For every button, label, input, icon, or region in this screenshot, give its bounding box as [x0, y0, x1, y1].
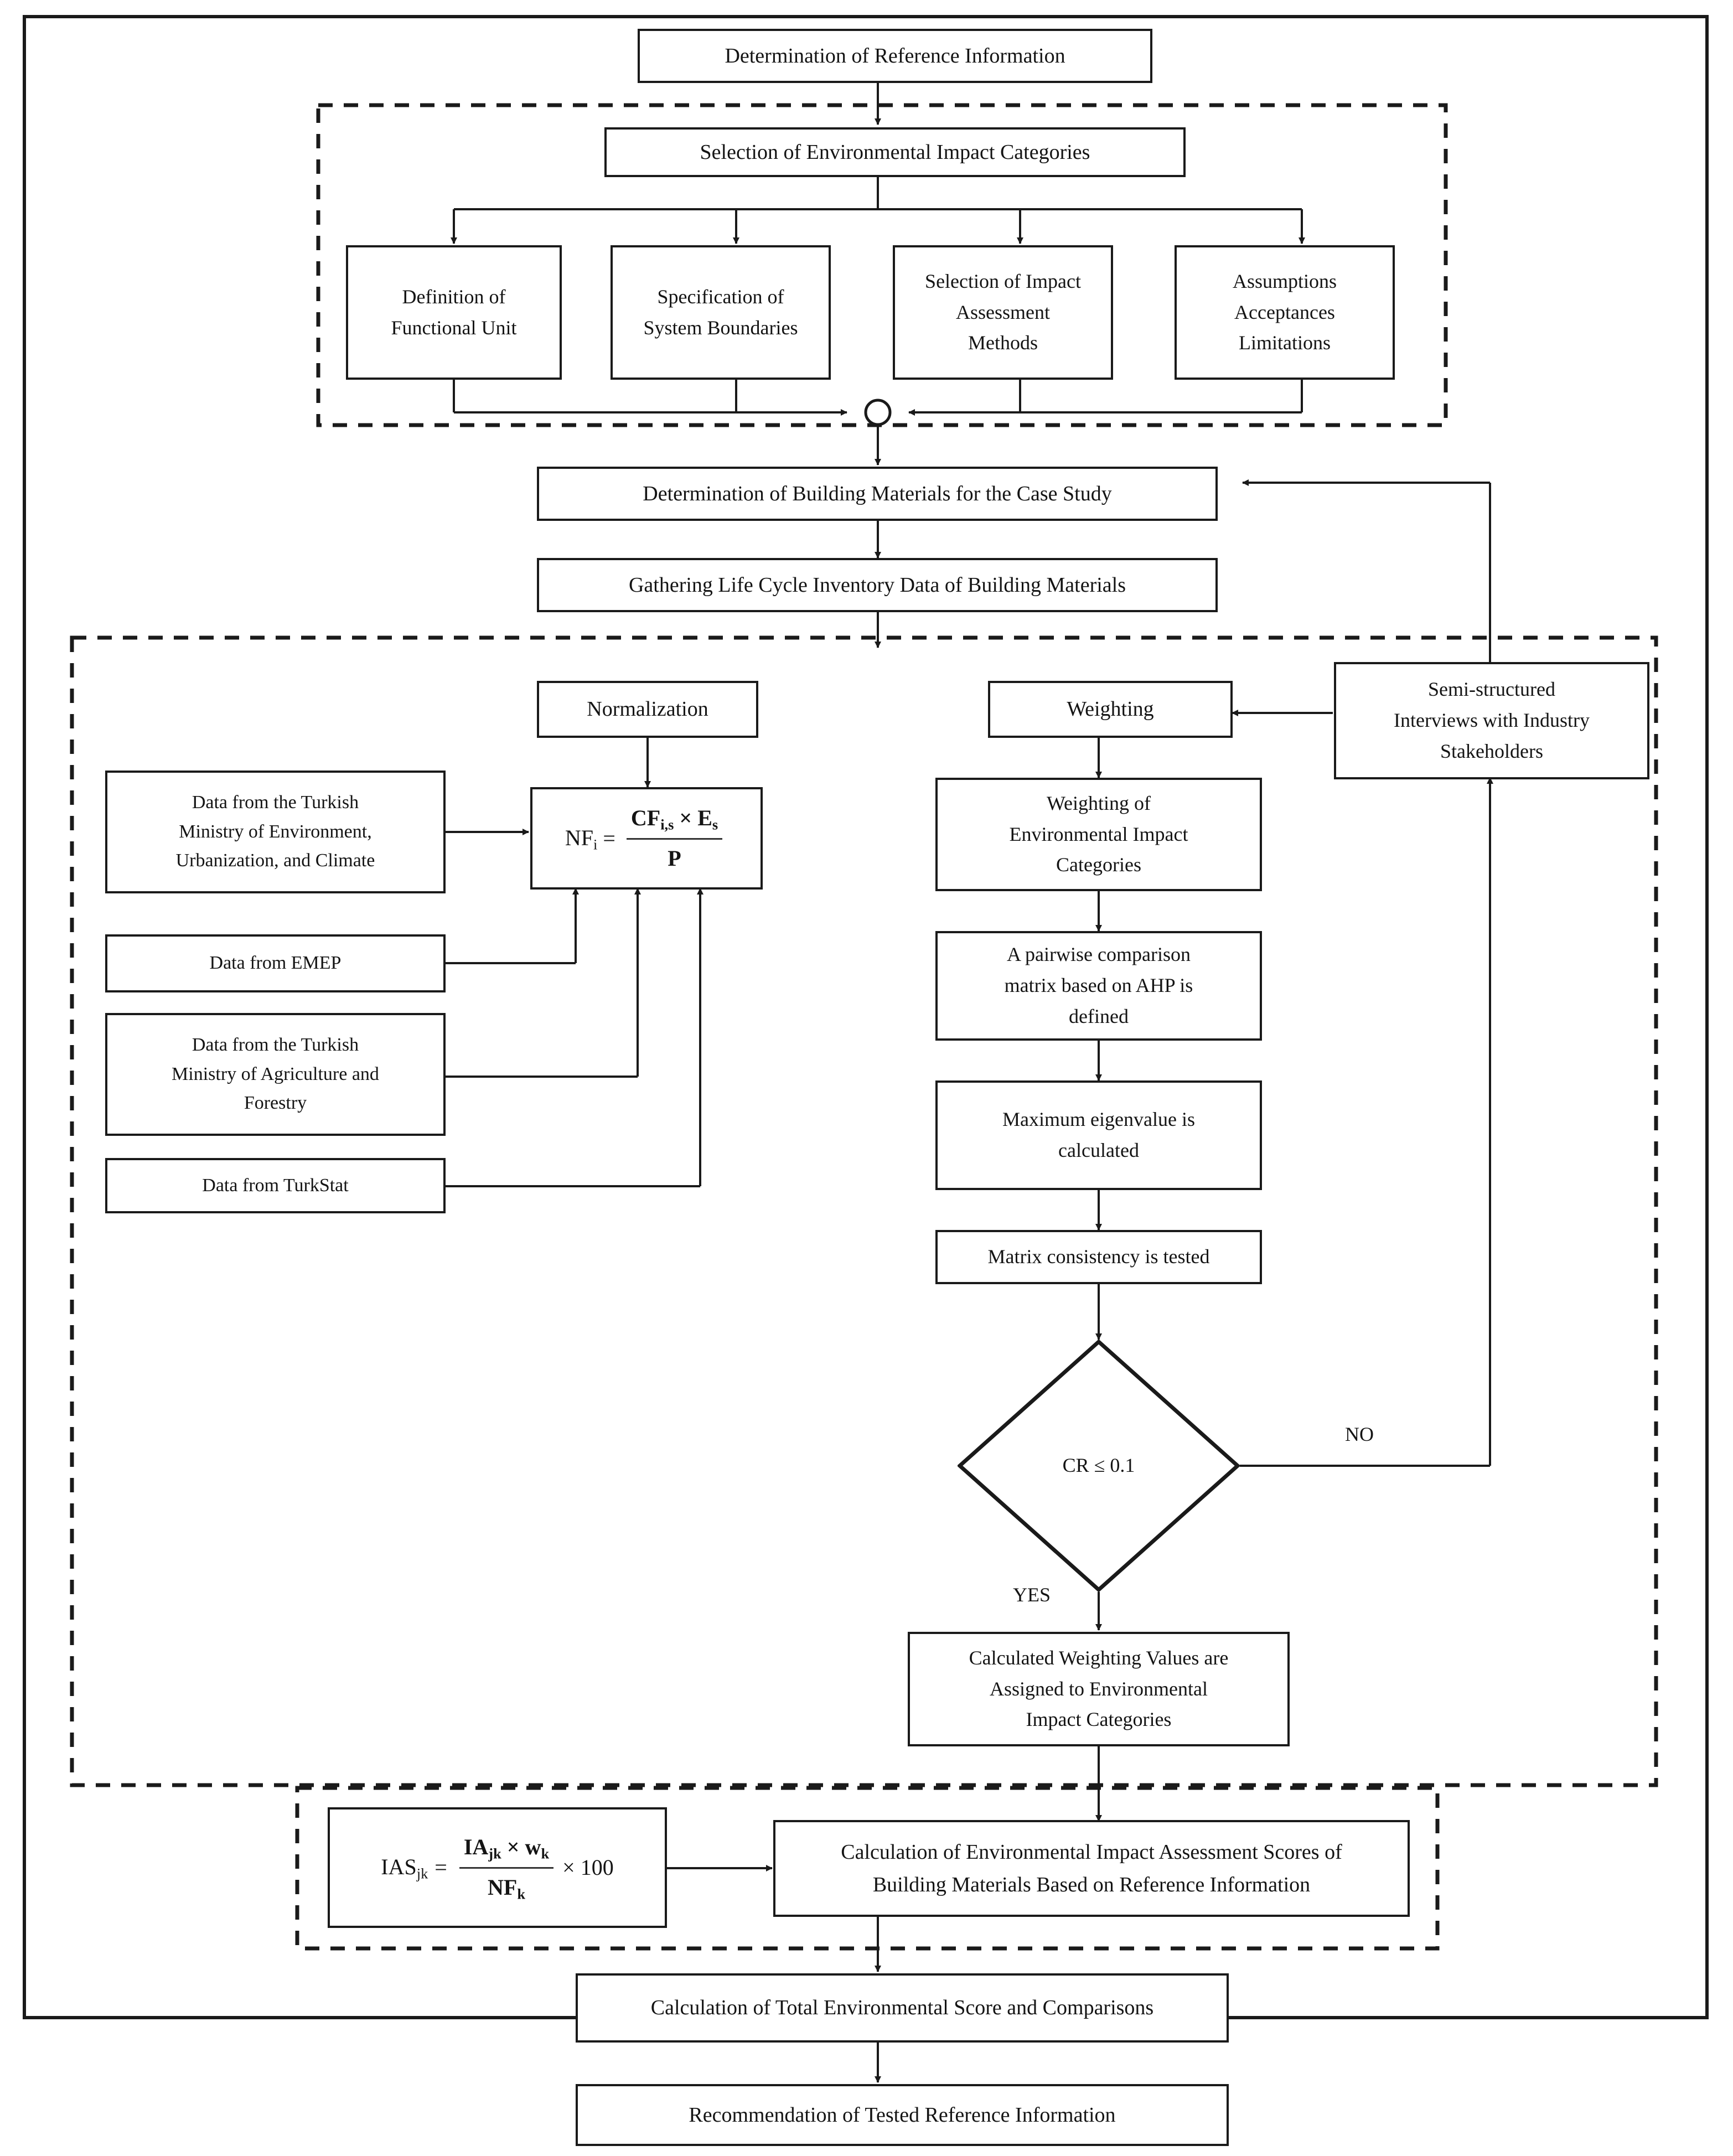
node-label: Calculated Weighting Values are Assigned… [969, 1646, 1229, 1731]
formula-ias-numerator: IAjk × wk [459, 1830, 554, 1869]
node-label: Weighting of Environmental Impact Catego… [1009, 792, 1188, 876]
node-total-score[interactable]: Calculation of Total Environmental Score… [576, 1973, 1229, 2043]
node-matrix-consistency[interactable]: Matrix consistency is tested [935, 1230, 1262, 1284]
node-normalization-formula[interactable]: NFi = CFi,s × Es P [530, 787, 763, 890]
node-determination-reference[interactable]: Determination of Reference Information [638, 29, 1152, 83]
node-label: Data from the Turkish Ministry of Enviro… [175, 792, 375, 871]
formula-normalization: NFi = CFi,s × Es P [565, 801, 728, 875]
edge-label-no: NO [1345, 1423, 1374, 1445]
edge-label-yes: YES [1013, 1584, 1051, 1606]
node-label: Selection of Impact Assessment Methods [925, 270, 1081, 354]
node-data-turkstat[interactable]: Data from TurkStat [105, 1158, 446, 1213]
node-label: Normalization [587, 697, 708, 721]
node-label: A pairwise comparison matrix based on AH… [1004, 943, 1193, 1027]
node-weighting[interactable]: Weighting [988, 681, 1233, 738]
node-system-boundaries[interactable]: Specification of System Boundaries [611, 245, 831, 380]
node-label: Data from TurkStat [202, 1175, 349, 1196]
node-selection-categories[interactable]: Selection of Environmental Impact Catego… [604, 127, 1186, 177]
node-max-eigenvalue[interactable]: Maximum eigenvalue is calculated [935, 1080, 1262, 1190]
node-label: Semi-structured Interviews with Industry… [1394, 678, 1590, 762]
node-label: Gathering Life Cycle Inventory Data of B… [628, 573, 1126, 597]
node-semi-structured-interviews[interactable]: Semi-structured Interviews with Industry… [1334, 662, 1649, 779]
node-building-materials[interactable]: Determination of Building Materials for … [537, 467, 1218, 521]
node-label: Selection of Environmental Impact Catego… [700, 140, 1090, 164]
formula-ias-denominator: NFk [487, 1874, 525, 1902]
node-data-environment-ministry[interactable]: Data from the Turkish Ministry of Enviro… [105, 771, 446, 893]
node-label: Definition of Functional Unit [391, 285, 517, 339]
node-label: Recommendation of Tested Reference Infor… [689, 2103, 1116, 2127]
formula-ias-equals: = [434, 1855, 447, 1880]
node-label: Data from the Turkish Ministry of Agricu… [172, 1034, 379, 1114]
formula-fraction: CFi,s × Es P [626, 801, 723, 875]
node-impact-methods[interactable]: Selection of Impact Assessment Methods [893, 245, 1113, 380]
formula-ias-fraction: IAjk × wk NFk [459, 1830, 554, 1905]
dashed-group-scoring [295, 1786, 1440, 1951]
formula-equals: = [603, 825, 615, 851]
formula-ias-lhs: IASjk [381, 1854, 428, 1882]
node-label: Assumptions Acceptances Limitations [1232, 270, 1337, 354]
node-weighting-categories[interactable]: Weighting of Environmental Impact Catego… [935, 778, 1262, 891]
node-lci-data[interactable]: Gathering Life Cycle Inventory Data of B… [537, 558, 1218, 612]
node-recommendation[interactable]: Recommendation of Tested Reference Infor… [576, 2084, 1229, 2146]
node-data-emep[interactable]: Data from EMEP [105, 934, 446, 992]
node-functional-unit[interactable]: Definition of Functional Unit [346, 245, 562, 380]
node-assumptions[interactable]: Assumptions Acceptances Limitations [1175, 245, 1395, 380]
formula-ias: IASjk = IAjk × wk NFk × 100 [381, 1830, 613, 1905]
node-ias-formula[interactable]: IASjk = IAjk × wk NFk × 100 [328, 1807, 667, 1928]
node-data-agriculture-ministry[interactable]: Data from the Turkish Ministry of Agricu… [105, 1013, 446, 1136]
node-impact-scores[interactable]: Calculation of Environmental Impact Asse… [773, 1820, 1410, 1917]
node-label: Calculation of Environmental Impact Asse… [841, 1840, 1342, 1896]
formula-lhs: NFi [565, 825, 598, 853]
formula-lhs-sub: i [593, 836, 598, 853]
node-decision-cr[interactable]: CR ≤ 0.1 [956, 1339, 1241, 1593]
node-label: Calculation of Total Environmental Score… [650, 1996, 1154, 2020]
formula-ias-tail: × 100 [562, 1855, 614, 1880]
dashed-group-lcia [70, 635, 1658, 1787]
node-label: Matrix consistency is tested [987, 1245, 1210, 1268]
formula-denominator: P [668, 845, 681, 871]
node-label: Determination of Building Materials for … [643, 482, 1112, 505]
node-label: Specification of System Boundaries [643, 285, 798, 339]
node-label: Maximum eigenvalue is calculated [1002, 1108, 1195, 1161]
diamond-shape [956, 1339, 1241, 1593]
node-assigned-weights[interactable]: Calculated Weighting Values are Assigned… [908, 1632, 1290, 1746]
node-label: Determination of Reference Information [725, 44, 1065, 68]
formula-numerator: CFi,s × Es [626, 801, 723, 840]
dashed-group-scope [316, 103, 1448, 427]
node-normalization[interactable]: Normalization [537, 681, 758, 738]
node-label: Weighting [1067, 697, 1154, 721]
node-label: Data from EMEP [209, 953, 342, 974]
node-pairwise-matrix[interactable]: A pairwise comparison matrix based on AH… [935, 931, 1262, 1041]
decision-label: CR ≤ 0.1 [1062, 1454, 1135, 1476]
